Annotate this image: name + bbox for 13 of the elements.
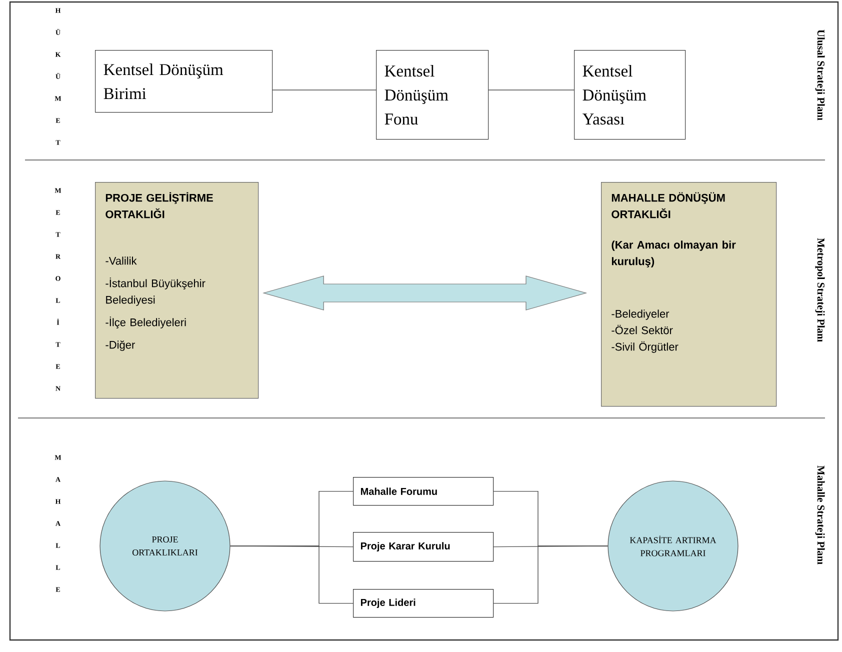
connector-line <box>230 546 354 604</box>
plan-label: Mahalle Strateji Planı <box>815 466 825 564</box>
plan-label: Metropol Strateji Planı <box>815 238 825 342</box>
process-box: Kentsel Dönüşüm Birimi <box>95 50 273 113</box>
committee-box: Proje Karar Kurulu <box>353 532 494 562</box>
plan-label: Ulusal Strateji Planı <box>815 30 825 120</box>
committee-box: Mahalle Forumu <box>353 477 494 506</box>
organization-box: PROJE GELİŞTİRME ORTAKLIĞI -Valilik -İstanbul Büyükşehir Belediyesi -İlçe Belediyeleri -Diğer <box>95 182 259 399</box>
process-box: Kentsel Dönüşüm Fonu <box>376 50 489 140</box>
committee-box: Proje Lideri <box>353 589 494 618</box>
connector-line <box>493 546 608 604</box>
process-box: Kentsel Dönüşüm Yasası <box>574 50 686 140</box>
organization-box: MAHALLE DÖNÜŞÜM ORTAKLIĞI (Kar Amacı olmayan bir kuruluş) -Belediyeler -Özel Sektör -Sivil Örgütler <box>601 182 777 407</box>
